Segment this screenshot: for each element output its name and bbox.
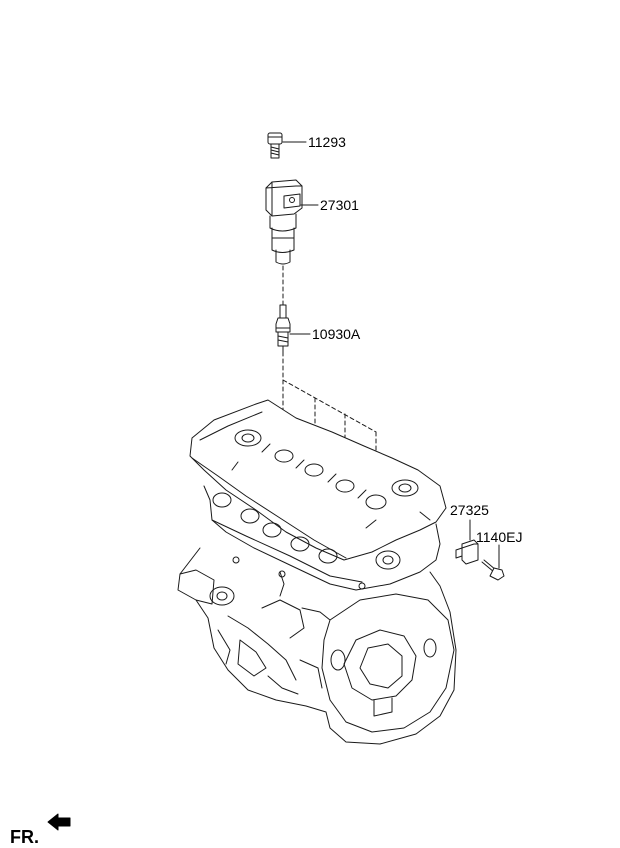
engine-block-drawing (177, 399, 457, 745)
part-label-10930A[interactable]: 10930A (312, 326, 361, 342)
part-label-11293[interactable]: 11293 (308, 134, 346, 150)
front-arrow-icon (47, 813, 71, 831)
knock-sensor-drawing (455, 539, 479, 565)
ignition-coil-drawing (265, 179, 303, 265)
sensor-bolt-drawing (481, 559, 505, 581)
part-label-1140EJ[interactable]: 1140EJ (476, 529, 523, 545)
spark-plug-drawing (275, 304, 291, 353)
part-label-27301[interactable]: 27301 (320, 197, 359, 213)
part-label-27325[interactable]: 27325 (450, 502, 489, 518)
bolt-11293-drawing (267, 132, 283, 159)
front-indicator-label: FR. (10, 827, 39, 847)
